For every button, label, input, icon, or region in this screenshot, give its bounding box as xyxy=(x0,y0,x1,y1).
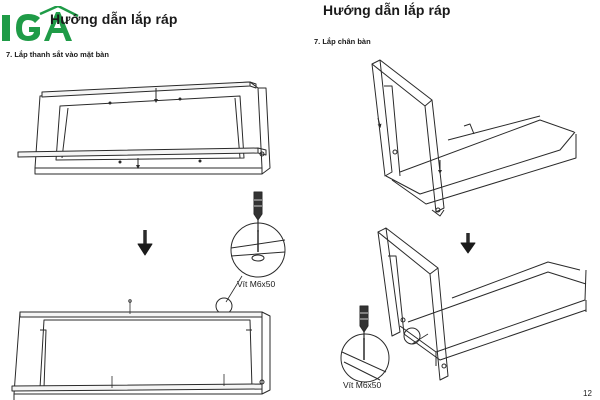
frame-with-leg xyxy=(371,59,577,217)
left-screw-label: Vít M6x50 xyxy=(237,279,276,289)
big-down-arrow xyxy=(460,242,476,254)
screw-detail-magnifier xyxy=(215,191,286,315)
iga-logo xyxy=(2,6,79,41)
right-step-heading: 7. Lắp chân bàn xyxy=(314,37,371,46)
frame-assembled xyxy=(377,227,587,381)
right-screw-label: Vít M6x50 xyxy=(343,380,382,390)
left-step-heading: 7. Lắp thanh sắt vào mặt bàn xyxy=(6,50,109,59)
tabletop-assembled xyxy=(11,299,271,400)
page-number: 12 xyxy=(583,389,592,398)
big-down-arrow xyxy=(137,243,153,256)
tabletop-before-assembly xyxy=(17,81,271,175)
screw-detail-magnifier xyxy=(340,305,390,383)
left-page-title: Hướng dẫn lắp ráp xyxy=(50,11,178,27)
right-page-title: Hướng dẫn lắp ráp xyxy=(323,2,451,18)
